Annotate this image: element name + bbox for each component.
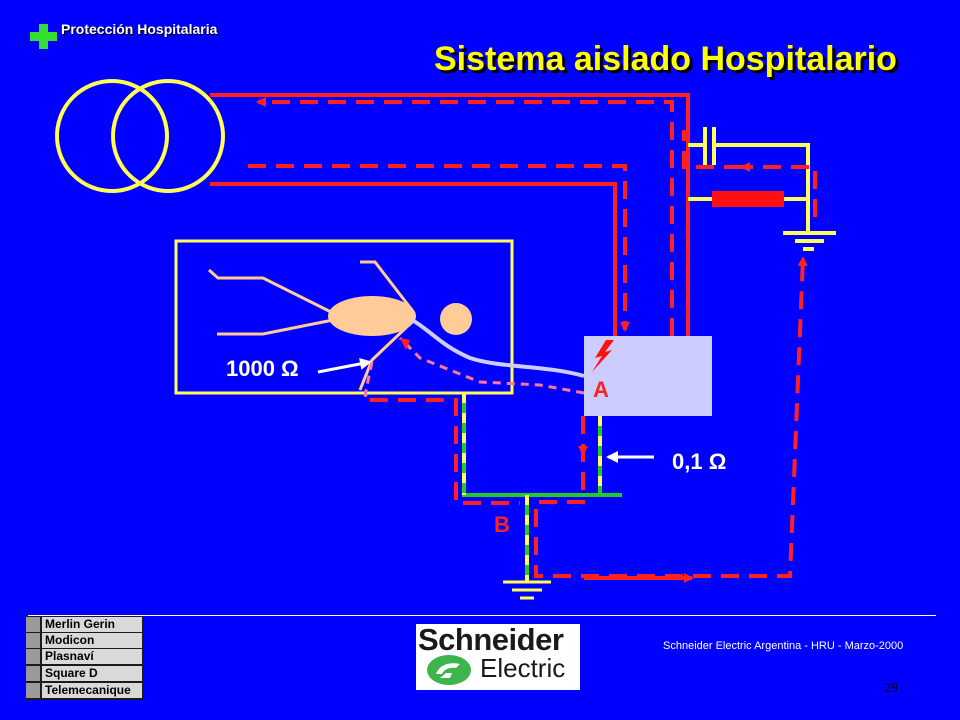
patient-figure <box>208 260 472 391</box>
ground-symbol <box>503 580 551 600</box>
device-cable <box>411 318 585 378</box>
brand-item: Plasnaví <box>26 649 142 664</box>
logo-name: Schneider <box>418 622 564 657</box>
patient-leak-path <box>363 336 585 402</box>
resistance-1000-pointer <box>317 357 372 374</box>
footer-divider <box>28 615 936 616</box>
schneider-logo: Schneider Electric <box>416 622 580 690</box>
point-a-label: A <box>593 377 609 402</box>
supply-line-1 <box>210 93 690 336</box>
fault-current-path <box>248 97 817 583</box>
supply-conductors <box>210 93 690 336</box>
brand-item: Merlin Gerin <box>26 617 142 632</box>
brand-list: Merlin Gerin Modicon Plasnaví Square D T… <box>26 616 144 700</box>
header-label: Protección Hospitalaria <box>61 21 218 37</box>
transformer-primary-coil <box>55 79 169 193</box>
transformer-secondary-coil <box>111 79 225 193</box>
insulation-impedance <box>688 127 836 251</box>
brand-item: Modicon <box>26 633 142 648</box>
point-b-label: B <box>494 512 510 537</box>
logo-sub: Electric <box>480 653 566 683</box>
ground-resistance-label: 0,1 Ω <box>672 449 727 474</box>
supply-line-2 <box>210 182 617 336</box>
patient-bed <box>174 239 514 395</box>
footer-text: Schneider Electric Argentina - HRU - Mar… <box>663 640 904 652</box>
schneider-mark-icon <box>427 655 471 685</box>
fault-lightning-icon <box>592 340 614 372</box>
patient-resistance-label: 1000 Ω <box>226 356 299 381</box>
transformer-symbol <box>55 79 225 193</box>
page-number: 29 <box>884 681 898 696</box>
brand-item: Square D <box>26 666 142 681</box>
brand-item: Telemecanique <box>26 683 142 698</box>
resistor-symbol <box>712 191 784 207</box>
earth-conductors <box>462 393 622 582</box>
medical-cross-icon <box>30 24 58 52</box>
page-title: Sistema aislado Hospitalario <box>434 40 897 78</box>
